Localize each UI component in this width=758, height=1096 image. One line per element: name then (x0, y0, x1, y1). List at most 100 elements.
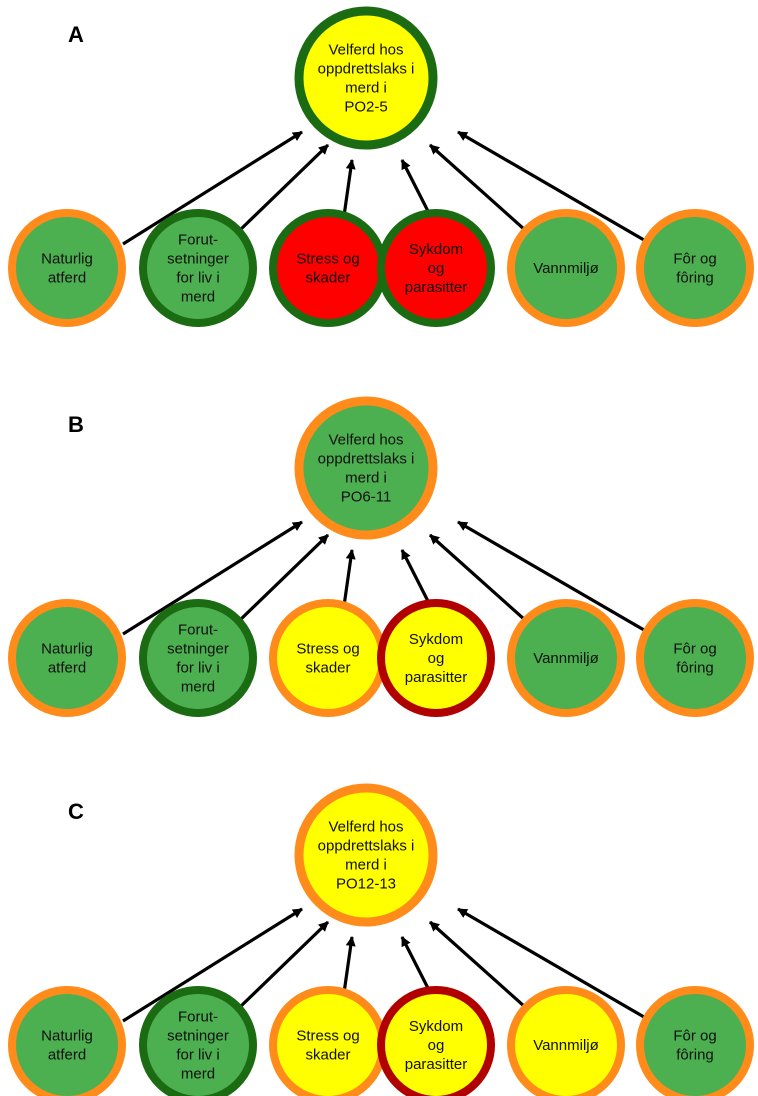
panel-letter: B (68, 412, 84, 437)
factor-node-shape (507, 209, 625, 327)
factor-node-label-line: Forut- (178, 1009, 218, 1026)
factor-node-label-line: Vannmiljø (533, 260, 599, 277)
factor-node: Sykdom og parasitter (377, 209, 495, 327)
center-welfare-node-shape (294, 6, 438, 150)
panel-letter: C (68, 799, 84, 824)
factor-node-shape (139, 986, 257, 1096)
panel-a: A Velferd hos oppdrettslaks i merd i PO2-5Na… (8, 6, 754, 327)
factor-node: Vannmiljø (507, 209, 625, 327)
factor-node-label-line: skader (305, 660, 350, 677)
factor-node: Vannmiljø (507, 986, 625, 1096)
factor-node: Fôr og fôring (636, 986, 754, 1096)
factor-node-label-line: Fôr og (673, 1028, 716, 1045)
influence-arrow (122, 130, 303, 246)
influence-arrow (457, 907, 645, 1019)
factor-node-shape (377, 209, 495, 327)
factor-node-label-line: parasitter (405, 669, 468, 686)
factor-node: Forut-setninger for liv i merd (139, 209, 257, 327)
factor-node-shape (8, 986, 126, 1096)
factor-node-label-line: merd (181, 1066, 215, 1083)
factor-node-shape (269, 209, 387, 327)
factor-node: Fôr og fôring (636, 599, 754, 717)
center-welfare-node-label-line: oppdrettslaks i (318, 61, 415, 78)
factor-node-label-line: Sykdom (409, 631, 463, 648)
factor-node-label-line: atferd (48, 660, 86, 677)
center-welfare-node-label-line: PO12-13 (336, 876, 396, 893)
influence-arrow (238, 533, 330, 622)
factor-node-shape (269, 599, 387, 717)
factor-node-shape (636, 986, 754, 1096)
factor-node-label-line: Forut- (178, 622, 218, 639)
center-welfare-node-shape (294, 783, 438, 927)
factor-node-label-line: for liv i (176, 270, 219, 287)
factor-node: Vannmiljø (507, 599, 625, 717)
factor-node-label-line: Sykdom (409, 241, 463, 258)
center-welfare-node-label-line: PO2-5 (344, 99, 387, 116)
factor-node-label-line: Naturlig (41, 251, 93, 268)
factor-node: Fôr og fôring (636, 209, 754, 327)
factor-node-label-line: merd (181, 289, 215, 306)
influence-arrow (457, 520, 645, 632)
factor-node-label-line: parasitter (405, 279, 468, 296)
factor-node-label-line: og (428, 1037, 445, 1054)
center-welfare-node: Velferd hos oppdrettslaks i merd i PO2-5 (294, 6, 438, 150)
factor-node-shape (507, 599, 625, 717)
factor-node-label-line: Stress og (296, 251, 359, 268)
factor-node-label-line: atferd (48, 270, 86, 287)
center-welfare-node-label-line: oppdrettslaks i (318, 838, 415, 855)
center-welfare-node-label-line: merd i (345, 80, 387, 97)
factor-node-label-line: Sykdom (409, 1018, 463, 1035)
factor-node: Forut-setninger for liv i merd (139, 986, 257, 1096)
factor-node-label-line: parasitter (405, 1056, 468, 1073)
influence-arrow (428, 920, 536, 1017)
panel-letter: A (68, 22, 84, 47)
influence-arrow (428, 533, 536, 630)
factor-node-label-line: Fôr og (673, 251, 716, 268)
factor-node-shape (636, 209, 754, 327)
factor-node-shape (139, 599, 257, 717)
influence-arrow (428, 143, 536, 240)
factor-node-label-line: for liv i (176, 660, 219, 677)
factor-node-label-line: fôring (676, 270, 714, 287)
factor-node-label-line: og (428, 260, 445, 277)
factor-node-label-line: og (428, 650, 445, 667)
factor-node-label-line: Naturlig (41, 1028, 93, 1045)
factor-node-label-line: merd (181, 679, 215, 696)
influence-arrow (122, 520, 303, 636)
factor-node-label-line: for liv i (176, 1047, 219, 1064)
factor-node-shape (377, 599, 495, 717)
factor-node: Stress og skader (269, 599, 387, 717)
factor-node: Sykdom og parasitter (377, 986, 495, 1096)
center-welfare-node-label-line: merd i (345, 857, 387, 874)
center-welfare-node-label-line: PO6-11 (341, 489, 392, 506)
factor-node-label-line: fôring (676, 1047, 714, 1064)
influence-arrow (238, 920, 330, 1009)
factor-node: Naturlig atferd (8, 599, 126, 717)
factor-node-label-line: Forut- (178, 232, 218, 249)
factor-node-shape (507, 986, 625, 1096)
factor-node: Naturlig atferd (8, 209, 126, 327)
center-welfare-node-shape (294, 396, 438, 540)
center-welfare-node-label-line: Velferd hos (328, 432, 403, 449)
factor-node-shape (636, 599, 754, 717)
factor-node-label-line: fôring (676, 660, 714, 677)
factor-node-label-line: Vannmiljø (533, 650, 599, 667)
factor-node-label-line: Fôr og (673, 641, 716, 658)
factor-node-shape (8, 209, 126, 327)
factor-node-shape (8, 599, 126, 717)
factor-node-label-line: setninger (167, 1028, 229, 1045)
factor-node-shape (139, 209, 257, 327)
center-welfare-node-label-line: Velferd hos (328, 42, 403, 59)
factor-node-label-line: Naturlig (41, 641, 93, 658)
factor-node-label-line: setninger (167, 251, 229, 268)
factor-node: Forut-setninger for liv i merd (139, 599, 257, 717)
factor-node-label-line: Stress og (296, 641, 359, 658)
factor-node-label-line: setninger (167, 641, 229, 658)
influence-arrow (122, 907, 303, 1023)
